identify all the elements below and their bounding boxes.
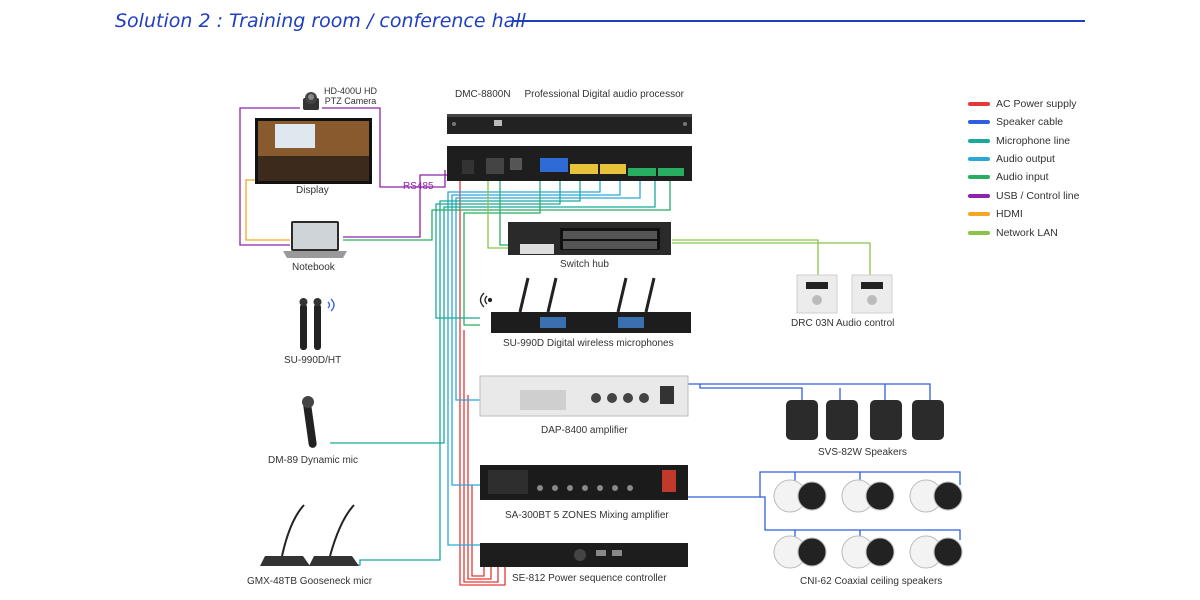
processor-rear-panel: [447, 146, 692, 181]
ceiling-speakers-label: CNI-62 Coaxial ceiling speakers: [800, 576, 943, 587]
wifi-signal-icon: [479, 292, 493, 308]
legend-swatch: [968, 157, 990, 161]
handheld-mics-label: SU-990D/HT: [284, 355, 342, 366]
processor-front-panel: [447, 114, 692, 134]
amplifier-label: DAP-8400 amplifier: [541, 425, 628, 436]
ptz-camera-icon: [303, 92, 319, 110]
legend-item: USB / Control line: [968, 188, 1079, 204]
notebook-label: Notebook: [292, 262, 335, 273]
legend-item: Speaker cable: [968, 114, 1063, 130]
network-lan-cables: [487, 180, 871, 275]
legend-item: Audio input: [968, 169, 1049, 185]
cables: [239, 107, 961, 586]
legend-swatch: [968, 212, 990, 216]
wireless-receiver-icon: [491, 277, 691, 333]
sequencer-label: SE-812 Power sequence controller: [512, 573, 667, 584]
legend-label: HDMI: [996, 208, 1023, 220]
ceiling-speakers-icon: [773, 479, 963, 569]
legend-item: AC Power supply: [968, 96, 1077, 112]
legend-swatch: [968, 175, 990, 179]
legend-label: Audio output: [996, 153, 1055, 165]
legend-swatch: [968, 139, 990, 143]
processor-label: DMC-8800N Professional Digital audio pro…: [455, 89, 684, 100]
legend-swatch: [968, 102, 990, 106]
audio-input-cables: [343, 180, 671, 326]
drc-panel-1: [796, 274, 838, 314]
audio-output-cables: [447, 180, 641, 546]
legend-label: AC Power supply: [996, 98, 1077, 110]
wall-speakers-icon: [786, 400, 944, 440]
legend-swatch: [968, 231, 990, 235]
notebook-icon: [283, 221, 347, 258]
usb-control-cables: [239, 107, 448, 246]
microphone-line-cables: [328, 180, 656, 566]
switch-hub-icon: [508, 222, 671, 255]
display-label: Display: [296, 185, 329, 196]
dynamic-mic-icon: [302, 396, 317, 448]
handheld-mics-icon: [299, 298, 322, 350]
ac-power-cables: [459, 160, 506, 586]
switch-hub-label: Switch hub: [560, 259, 609, 270]
drc-label: DRC 03N Audio control: [791, 318, 895, 329]
speaker-cables: [688, 383, 961, 540]
dap-amplifier-icon: [479, 375, 689, 417]
camera-label: HD-400U HD PTZ Camera: [324, 86, 378, 106]
dynamic-mic-label: DM-89 Dynamic mic: [268, 455, 359, 466]
mixing-amp-label: SA-300BT 5 ZONES Mixing amplifier: [505, 510, 669, 521]
wall-speakers-label: SVS-82W Speakers: [818, 447, 907, 458]
legend-label: USB / Control line: [996, 190, 1080, 202]
power-sequencer-icon: [480, 543, 688, 567]
rs485-label: RS485: [403, 181, 434, 192]
gooseneck-mics-icon: [260, 504, 359, 566]
drc-panel-2: [851, 274, 893, 314]
legend-item: HDMI: [968, 206, 1023, 222]
legend-item: Network LAN: [968, 225, 1058, 241]
hdmi-cable: [245, 179, 290, 241]
legend-item: Microphone line: [968, 133, 1070, 149]
page-title: Solution 2 : Training room / conference …: [115, 10, 526, 32]
legend-swatch: [968, 194, 990, 198]
mixing-amplifier-icon: [480, 465, 688, 500]
gooseneck-label: GMX-48TB Gooseneck micr: [247, 576, 373, 587]
legend-item: Audio output: [968, 151, 1055, 167]
legend-swatch: [968, 120, 990, 124]
wireless-wave-icon: [327, 298, 335, 312]
legend-label: Network LAN: [996, 227, 1058, 239]
legend-label: Microphone line: [996, 135, 1071, 147]
legend-label: Audio input: [996, 171, 1049, 183]
display-icon: [255, 118, 372, 184]
legend-label: Speaker cable: [996, 116, 1064, 128]
wireless-receiver-label: SU-990D Digital wireless microphones: [503, 338, 674, 349]
